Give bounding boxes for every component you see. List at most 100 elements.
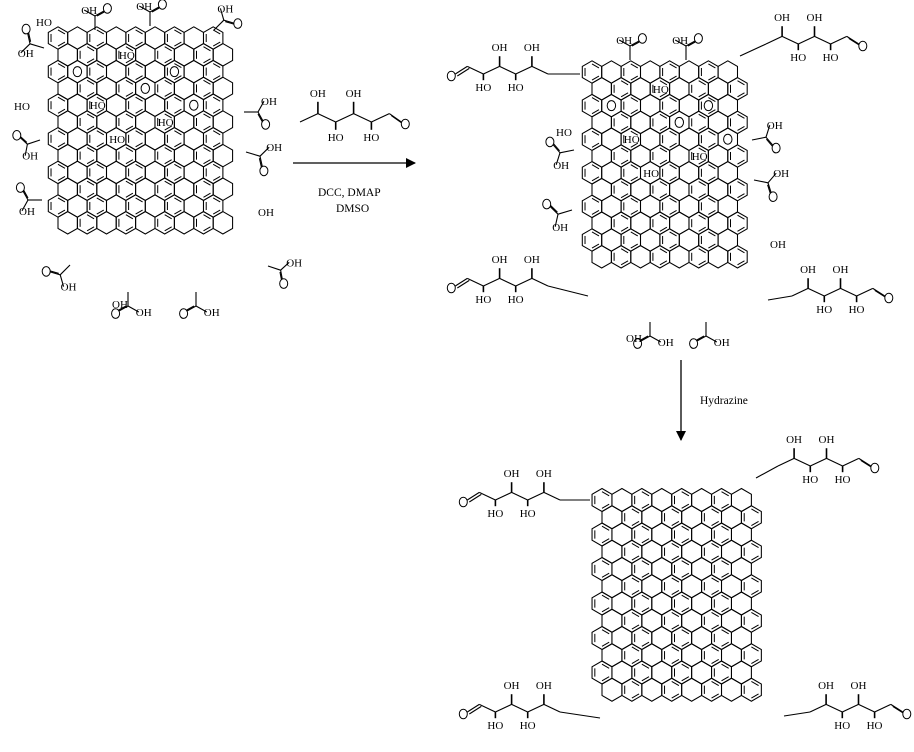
hydroxyl-label: OH [258,207,274,219]
aldehyde-oxygen [458,708,468,720]
hydroxyl-label: OH [536,468,552,480]
double-bond [659,226,668,232]
chain-bond [810,457,827,467]
double-bond [96,41,105,47]
c-o-bond [127,305,140,313]
chain-bond [543,491,561,501]
hydroxyl-label: HO [816,304,832,316]
double-bond [203,58,211,64]
double-bond [630,142,639,148]
hydroxyl-label: HO [14,101,30,113]
hydroxyl-label: OH [807,12,823,24]
benzene-ring [173,210,195,235]
double-bond [698,80,706,86]
double-bond [737,181,745,187]
carbonyl-oxygen [21,23,31,35]
double-bond [681,525,690,531]
hydroxyl-label: OH [786,434,802,446]
double-bond [125,46,134,52]
benzene-ring [707,244,729,269]
double-bond [135,209,143,215]
double-bond [681,641,690,647]
hydroxyl-label: OH [818,680,834,692]
double-bond [671,624,680,630]
double-bond [174,209,182,215]
double-bond [601,503,610,509]
carboxyl-bond [27,139,41,145]
chain-bond [814,35,831,45]
double-bond [174,142,182,148]
double-bond [669,130,677,136]
double-bond [711,508,719,514]
carbonyl-oxygen [259,165,269,177]
double-bond [671,589,680,595]
double-bond [164,91,172,97]
double-bond [681,491,690,497]
double-bond [203,125,211,131]
double-bond [669,176,677,182]
double-bond [96,175,105,181]
double-bond [125,58,134,64]
double-bond [591,97,600,103]
hydroxyl-label: OH [346,88,362,100]
c-o-bond [618,39,631,47]
ester-bond [755,465,779,479]
double-bond [96,130,105,136]
c-o-bond [280,261,290,271]
double-bond [630,109,639,115]
benzene-ring [669,244,690,269]
double-bond [125,159,134,165]
double-bond [671,555,680,561]
double-bond [591,109,600,115]
double-bond [721,572,729,578]
epoxide-oxygen [169,66,180,78]
double-bond [86,113,95,119]
chain-bond [856,287,874,297]
carbonyl-oxygen [102,3,112,14]
double-bond [641,629,650,635]
aldehyde-bond [455,277,468,287]
double-bond [681,572,690,578]
double-bond [721,663,729,669]
carbonyl-oxygen [542,198,552,210]
double-bond [620,260,629,266]
double-bond [721,525,729,531]
chain-bond [842,703,859,713]
chain-bond [830,35,848,45]
chain-bond [791,287,809,297]
double-bond [630,176,639,182]
double-bond [203,159,211,165]
double-bond [751,543,759,549]
double-bond [631,555,640,561]
double-bond [203,79,211,85]
double-bond [86,159,95,165]
benzene-ring [727,244,748,269]
double-bond [57,197,66,203]
chain-bond [874,703,892,713]
double-bond [630,231,639,237]
double-bond [751,646,759,652]
double-bond [57,29,66,35]
double-bond [164,46,172,52]
aldehyde-oxygen [884,292,894,304]
double-bond [659,214,668,220]
double-bond [86,46,95,52]
chain-bond [483,65,500,75]
double-bond [86,58,95,64]
double-bond [631,543,640,549]
ester-bond [739,43,767,57]
double-bond [751,612,759,618]
double-bond [591,197,600,203]
double-bond [711,693,719,699]
hydroxyl-label: HO [487,720,503,732]
double-bond [86,214,95,220]
double-bond [620,181,629,187]
carboxyl-oh-label: OH [22,151,38,163]
aldehyde-bond [457,67,470,77]
double-bond [96,142,105,148]
double-bond [125,214,134,220]
carboxyl-oh-label: OH [714,337,730,349]
c-o-bond [705,335,718,343]
